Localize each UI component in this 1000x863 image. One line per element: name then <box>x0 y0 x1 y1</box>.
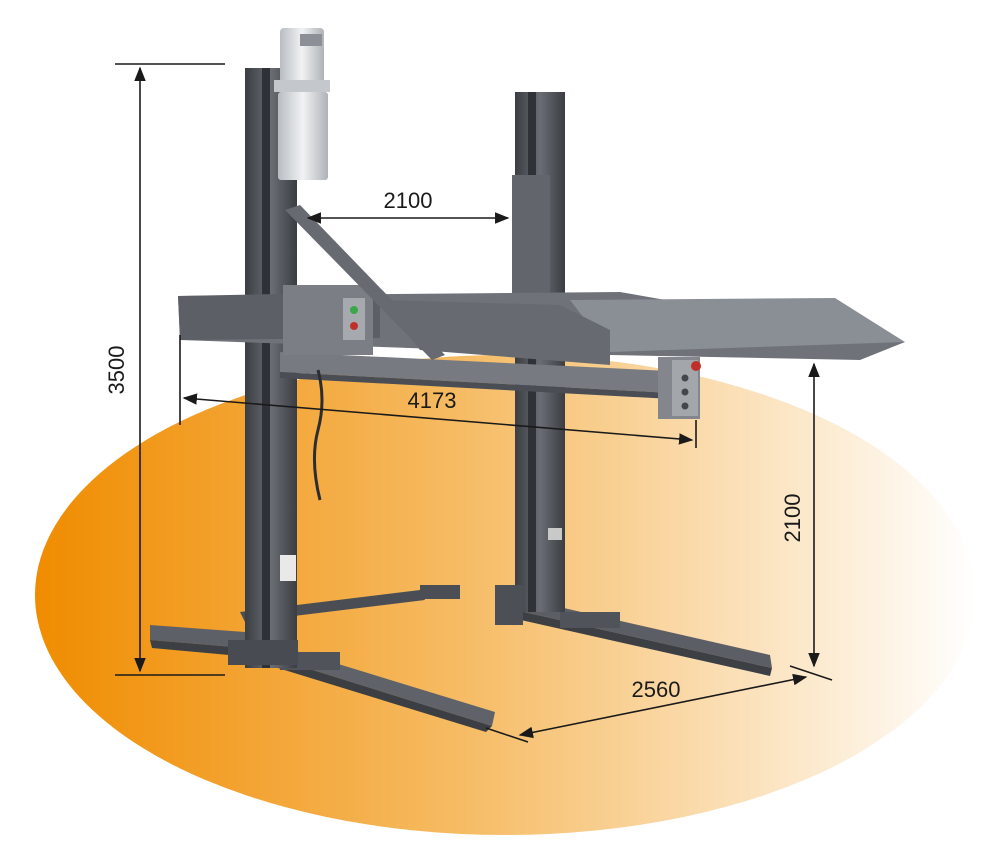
hydraulic-motor <box>274 28 330 180</box>
base-frame <box>150 585 772 732</box>
label-platform-length: 4173 <box>408 388 457 413</box>
platform <box>178 205 905 501</box>
label-total-height: 3500 <box>104 346 129 395</box>
label-base-width: 2560 <box>632 677 681 702</box>
label-post-gap: 2100 <box>384 188 433 213</box>
dimension-lines <box>115 63 833 743</box>
label-lift-height: 2100 <box>780 494 805 543</box>
